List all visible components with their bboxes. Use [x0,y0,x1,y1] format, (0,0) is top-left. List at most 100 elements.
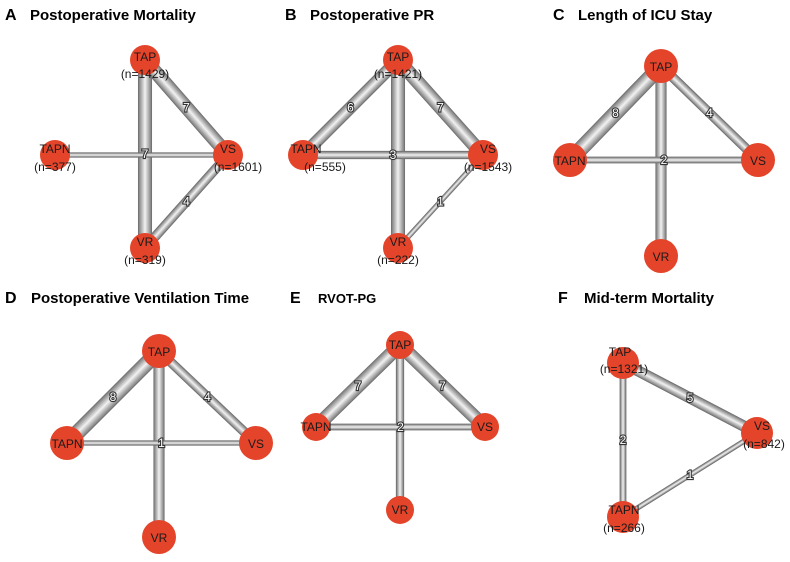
nodes [288,45,498,263]
node-count-vr: (n=222) [377,253,419,267]
edges [311,339,490,510]
node-label-vr: VR [653,250,670,264]
edge-tap-vs [140,55,233,160]
node-label-tap: TAP [134,50,156,64]
edge-label-vs-tapn: 1 [687,468,694,482]
node-count-tap: (n=1421) [374,67,422,81]
edge-label-vs-vr: 4 [183,195,190,209]
node-count-vs: (n=842) [743,437,785,451]
node-count-tap: (n=1429) [121,67,169,81]
edge-labels: 7 7 2 [354,378,448,435]
edge-vs-tapn [621,431,759,519]
edge-label-tap-tapn: 6 [347,101,354,115]
node-label-tap: TAP [148,345,170,359]
node-vs [213,140,243,170]
edge-vs-vr [396,153,485,250]
edge-label-tap-vs: 7 [437,101,444,115]
node-label-tapn: TAPN [39,142,70,156]
edge-label-tapn-vs: 2 [397,420,404,434]
edge-tap-tapn [62,346,164,448]
edge-tap-vs [395,340,490,432]
edge-label-tapn-vs: 3 [390,148,397,162]
node-label-tapn: TAPN [608,503,639,517]
node-label-tapn: TAPN [554,154,585,168]
edge-label-tap-vs: 5 [687,391,694,405]
node-tapn [40,140,70,170]
node-tap [644,49,678,83]
edge-labels: 6 7 3 1 [346,99,445,209]
node-labels: TAP(n=1321)VS(n=842)TAPN(n=266) [600,345,785,535]
node-tap [386,331,414,359]
panel-title: Length of ICU Stay [578,7,713,24]
edge-labels: 774 [141,99,192,209]
node-label-vs: VS [754,419,770,433]
node-vs [471,413,499,441]
node-label-vr: VR [390,235,407,249]
node-labels: TAP TAPN VS VR [554,60,766,264]
node-label-tapn: TAPN [300,420,331,434]
node-labels: TAP TAPN VS VR [51,345,264,545]
panel-letter: A [5,7,17,24]
panel-letter: F [558,290,568,307]
panel-title: RVOT-PG [318,291,376,306]
node-labels: TAP(n=1429)TAPN(n=377)VS(n=1601)VR(n=319… [34,50,262,267]
nodes [40,45,243,263]
node-tap [142,334,176,368]
node-vs [741,417,773,449]
node-tap [383,45,413,75]
panel-letter: C [553,7,565,24]
panel-letter: E [290,290,301,307]
panel-title: Postoperative PR [310,7,434,24]
node-label-vs: VS [750,154,766,168]
edges [564,60,762,256]
node-count-vs: (n=1543) [464,160,512,174]
node-tapn [607,501,639,533]
node-labels: TAP(n=1421)TAPN(n=555)VS(n=1543)VR(n=222… [290,50,512,267]
node-tapn [553,143,587,177]
nodes [607,347,773,533]
edge-label-vs-vr: 1 [437,195,444,209]
node-vs [468,140,498,170]
node-label-tap: TAP [609,345,631,359]
edge-tap-vs [393,55,488,160]
node-label-vr: VR [137,235,154,249]
edge-tap-tapn [299,56,402,159]
panel-title: Mid-term Mortality [584,290,715,307]
edge-label-tapn-vs: 2 [661,153,668,167]
edge-label-tap-tapn: 7 [355,379,362,393]
edge-label-tap-vs: 7 [439,379,446,393]
node-tap [130,45,160,75]
node-label-vs: VS [248,437,264,451]
edge-label-tapn-vs: 1 [158,436,165,450]
nodes [553,49,775,273]
node-label-tap: TAP [387,50,409,64]
nodes [50,334,273,554]
panel-letter: D [5,290,17,307]
node-count-tapn: (n=555) [304,160,346,174]
edge-label-tap-vs: 7 [183,101,190,115]
edges [55,55,234,252]
node-count-tap: (n=1321) [600,362,648,376]
edge-label-tap-vs: 4 [204,390,211,404]
node-tapn [288,140,318,170]
node-count-tapn: (n=377) [34,160,76,174]
edge-label-tap-vs: 4 [706,106,713,120]
panel-title: Postoperative Mortality [30,7,197,24]
node-label-vs: VS [480,142,496,156]
node-label-vs: VS [477,420,493,434]
node-label-tapn: TAPN [51,437,82,451]
node-vr [383,233,413,263]
node-label-vr: VR [151,531,168,545]
node-label-vs: VS [220,142,236,156]
node-label-tap: TAP [650,60,672,74]
edge-tap-tapn [311,340,405,432]
node-count-vr: (n=319) [124,253,166,267]
edge-tap-vs [658,63,761,163]
